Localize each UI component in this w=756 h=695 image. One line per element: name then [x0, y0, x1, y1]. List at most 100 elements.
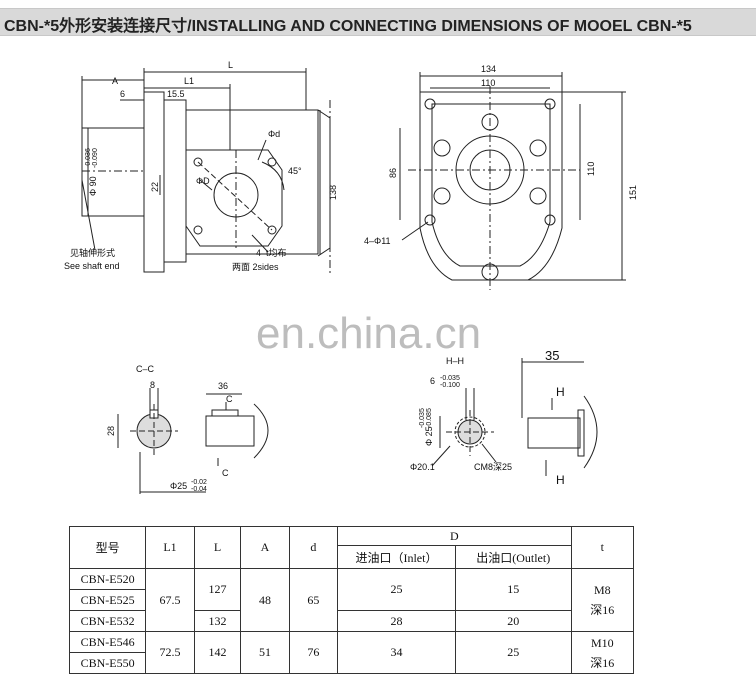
table-row: CBN-E520 67.5 127 48 65 25 15 M8 深16 — [68, 568, 635, 632]
label-phi-D: ΦD — [196, 176, 210, 186]
cell-model: CBN-E525 — [68, 589, 147, 611]
section-cc: C–C 8 28 Φ25 -0.02 -0.04 36 C C — [106, 364, 269, 494]
mount-hole — [424, 214, 436, 226]
port-face — [185, 149, 283, 247]
table-row: CBN-E546 72.5 142 51 76 34 25 M10 深16 — [68, 631, 635, 674]
note-shaft-en: See shaft end — [64, 261, 120, 271]
label-cc-tol-lower: -0.04 — [191, 486, 207, 493]
leader-shaft — [81, 179, 96, 251]
cc-flange-curve — [253, 403, 269, 459]
label-cc: C–C — [136, 364, 155, 374]
header-inlet: 进油口（Inlet） — [337, 545, 456, 569]
label-134: 134 — [481, 64, 496, 74]
bolt-boss — [433, 139, 451, 157]
label-l1: L1 — [184, 76, 194, 86]
bolt-boss — [433, 187, 451, 205]
cell-t-depth: 深16 — [590, 655, 615, 670]
label-15-5: 15.5 — [167, 89, 185, 99]
label-hh-6-tol-upper: -0.035 — [440, 375, 460, 382]
label-phi90-tol-upper: -0.036 — [85, 148, 92, 168]
label-a: A — [112, 76, 118, 86]
cell-outlet: 25 — [454, 631, 572, 674]
hh-shaft-end — [527, 417, 581, 449]
label-cm8: CM8深25 — [474, 462, 512, 472]
cell-d: 65 — [288, 568, 339, 632]
cell-model: CBN-E550 — [68, 652, 147, 674]
table-row: CBN-E532 132 28 20 — [68, 610, 634, 632]
cell-inlet: 28 — [337, 610, 456, 632]
cell-t: M8 深16 — [570, 568, 635, 632]
label-110-vertical: 110 — [586, 162, 596, 176]
bolt-hole — [267, 225, 277, 235]
label-mount-holes: 4–Φ11 — [364, 236, 391, 246]
cell-l: 127 — [193, 568, 242, 611]
cell-inlet: 25 — [337, 568, 456, 611]
label-36: 36 — [218, 381, 228, 391]
cell-t-thread: M10 — [590, 635, 614, 650]
cc-shaft-end — [205, 415, 255, 447]
hh-flange-curve — [583, 395, 598, 469]
section-hh: H–H 6 -0.035 -0.100 Φ 25 -0.035 -0.085 Φ… — [410, 348, 598, 487]
shaft-outline — [81, 127, 145, 217]
label-cc-phi25: Φ25 — [170, 481, 187, 491]
cell-l1: 72.5 — [145, 631, 195, 674]
header-a: A — [240, 526, 290, 569]
cell-t-depth: 深16 — [590, 603, 615, 617]
title-bar: CBN-*5外形安装连接尺寸/INSTALLING AND CONNECTING… — [0, 8, 756, 36]
label-138: 138 — [328, 185, 338, 200]
front-inner-outline — [431, 103, 551, 267]
label-phi90: Φ 90 — [88, 176, 98, 196]
label-22: 22 — [150, 182, 160, 192]
bolt-hole — [193, 225, 203, 235]
note-shaft-cn: 见轴伸形式 — [70, 247, 115, 258]
label-angle: 45° — [288, 166, 302, 176]
label-110: 110 — [481, 78, 495, 88]
label-8: 8 — [150, 380, 155, 390]
mount-hole — [544, 98, 556, 110]
label-hh-phi25-tol-upper: -0.035 — [419, 408, 426, 428]
cell-a: 48 — [240, 568, 290, 632]
label-h-top: H — [556, 385, 565, 399]
label-phi-d: Φd — [268, 129, 280, 139]
label-hh-6: 6 — [430, 376, 435, 386]
label-c-top: C — [226, 394, 233, 404]
header-l: L — [193, 526, 242, 569]
cell-model: CBN-E532 — [68, 610, 147, 632]
label-cc-tol-upper: -0.02 — [191, 479, 207, 486]
table-header-row: 型号 L1 L A d D t — [68, 526, 635, 569]
cell-model: CBN-E546 — [68, 631, 147, 653]
hh-shoulder — [577, 409, 585, 457]
header-d: d — [288, 526, 339, 569]
label-c-bottom: C — [222, 468, 229, 478]
label-6: 6 — [120, 89, 125, 99]
cc-key — [211, 409, 239, 417]
spec-table: 型号 L1 L A d D t 进油口（Inlet） 出油口(Outlet) C… — [68, 526, 635, 674]
label-hh-phi25: Φ 25 — [424, 426, 434, 446]
leader-cm8 — [481, 443, 497, 463]
label-h-bottom: H — [556, 473, 565, 487]
cell-model: CBN-E520 — [68, 568, 147, 590]
label-151: 151 — [628, 185, 638, 200]
cell-inlet: 34 — [337, 631, 456, 674]
cell-outlet: 15 — [454, 568, 572, 611]
bolt-boss — [529, 187, 547, 205]
cell-d: 76 — [288, 631, 339, 674]
leader-holes — [251, 234, 269, 253]
leader-phi201 — [431, 445, 451, 467]
bolt-boss — [529, 139, 547, 157]
cell-t: M10 深16 — [570, 631, 635, 674]
header-model: 型号 — [68, 526, 147, 569]
header-t: t — [570, 526, 635, 569]
label-35: 35 — [545, 348, 559, 363]
page-title: CBN-*5外形安装连接尺寸/INSTALLING AND CONNECTING… — [4, 18, 692, 35]
cell-l: 132 — [193, 610, 242, 632]
header-l1: L1 — [145, 526, 195, 569]
label-86: 86 — [388, 168, 398, 178]
watermark: en.china.cn — [256, 309, 481, 358]
cell-t-thread: M8 — [593, 583, 611, 597]
pump-body-front — [163, 99, 187, 263]
label-sides: 两面 2sides — [232, 262, 279, 272]
cell-outlet: 20 — [454, 610, 572, 632]
leader-holes-front — [401, 221, 429, 241]
front-outline — [419, 91, 563, 281]
